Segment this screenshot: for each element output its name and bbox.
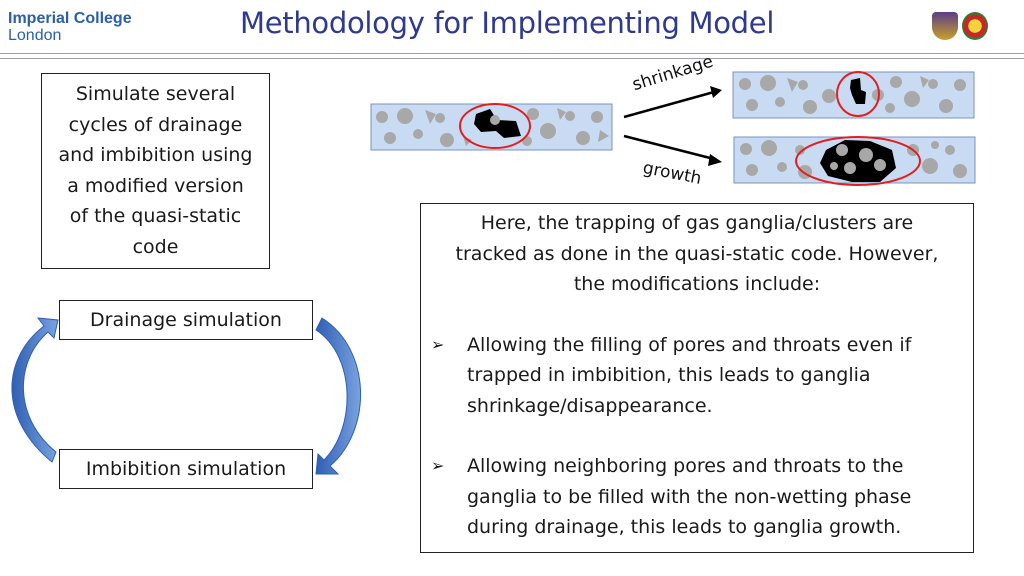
- imperial-logo: Imperial College London: [8, 10, 132, 44]
- drainage-simulation-box: Drainage simulation: [59, 300, 313, 340]
- modifications-intro: Here, the trapping of gas ganglia/cluste…: [421, 204, 973, 300]
- bullet-line: during drainage, this leads to ganglia g…: [467, 516, 902, 538]
- ganglion-ellipse-growth: [795, 136, 921, 186]
- intro-line: and imbibition using: [58, 144, 253, 166]
- modifications-box: Here, the trapping of gas ganglia/cluste…: [420, 203, 974, 553]
- pore-strip-original: [370, 103, 613, 151]
- page-title: Methodology for Implementing Model: [240, 6, 775, 40]
- ganglion-ellipse-shrinkage: [836, 71, 880, 117]
- pore-strip-growth: [733, 136, 976, 186]
- intro-line: of the quasi-static: [69, 205, 242, 227]
- logo-line-2: London: [8, 27, 62, 44]
- bullet-line: shrinkage/disappearance.: [467, 394, 713, 417]
- growth-arrow: [623, 134, 722, 166]
- logo-line-1: Imperial College: [8, 10, 132, 27]
- bullet-arrow-icon: ➢: [431, 334, 445, 354]
- intro-box: Simulate several cycles of drainage and …: [41, 73, 270, 269]
- ganglion-ellipse-original: [459, 103, 531, 149]
- bullet-item-growth: ➢ Allowing neighboring pores and throats…: [421, 451, 973, 543]
- cycle-arrow-left: [11, 317, 59, 463]
- intro-line: Simulate several: [75, 83, 236, 105]
- header-rule-bottom: [0, 58, 1024, 59]
- bullet-line: ganglia to be filled with the non-wettin…: [467, 485, 912, 508]
- intro-text-line: tracked as done in the quasi-static code…: [455, 242, 939, 265]
- intro-text-line: the modifications include:: [573, 273, 821, 295]
- bullet-item-shrinkage: ➢ Allowing the filling of pores and thro…: [421, 330, 973, 422]
- intro-line: a modified version: [67, 174, 244, 197]
- bullet-line: trapped in imbibition, this leads to gan…: [467, 364, 871, 386]
- bullet-line: Allowing the filling of pores and throat…: [467, 333, 912, 356]
- header-rule-top: [0, 53, 1024, 54]
- crest-logo-right: [962, 12, 988, 40]
- intro-line: cycles of drainage: [68, 113, 243, 136]
- cycle-arrow-right: [315, 317, 361, 475]
- intro-text-line: Here, the trapping of gas ganglia/cluste…: [480, 212, 914, 234]
- bullet-arrow-icon: ➢: [431, 456, 445, 475]
- bullet-line: Allowing neighboring pores and throats t…: [467, 455, 904, 477]
- imbibition-simulation-box: Imbibition simulation: [59, 449, 313, 489]
- shrinkage-arrow: [623, 86, 722, 119]
- pore-strip-shrinkage: [732, 71, 975, 119]
- crest-logo-left: [932, 12, 958, 40]
- intro-line: code: [132, 235, 179, 258]
